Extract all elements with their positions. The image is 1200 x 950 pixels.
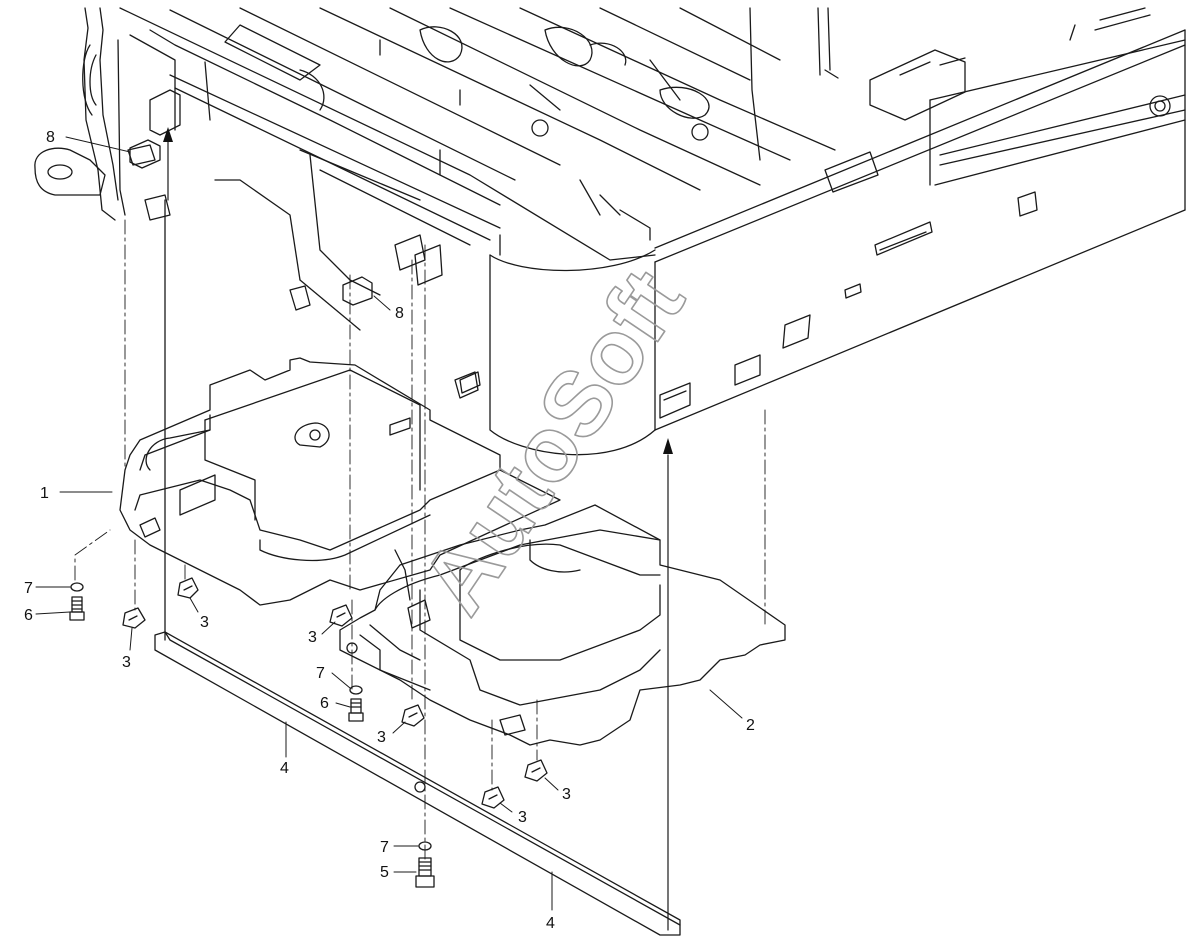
callout-3: 3 (518, 809, 527, 826)
callout-3: 3 (122, 654, 131, 671)
callout-2: 2 (746, 717, 755, 734)
small-parts (69, 577, 548, 888)
callout-3: 3 (308, 629, 317, 646)
callout-7: 7 (24, 580, 33, 597)
washer-7 (70, 582, 84, 592)
clip-nut-3 (481, 786, 505, 809)
callout-1: 1 (40, 485, 49, 502)
lifting-eye-hole (47, 164, 73, 180)
clip-nut-3 (177, 577, 199, 599)
center-lines (74, 219, 766, 861)
part-8-upper (129, 139, 161, 169)
callout-6: 6 (320, 695, 329, 712)
floor-plate-2 (339, 504, 786, 746)
callout-8: 8 (395, 305, 404, 322)
arrow-up-icon (663, 438, 673, 454)
callout-6: 6 (24, 607, 33, 624)
strip-4 (154, 631, 681, 936)
callout-7: 7 (380, 839, 389, 856)
callout-4: 4 (280, 760, 289, 777)
clip-nut-3 (329, 604, 353, 627)
clip-nut-3 (122, 607, 146, 629)
callout-3: 3 (377, 729, 386, 746)
washer-7 (349, 685, 363, 695)
rail-hole (1149, 95, 1171, 117)
bolt-6 (350, 698, 362, 714)
watermark: AutoSoft (402, 252, 704, 631)
floor-plate-1 (119, 357, 561, 606)
clip-nut-3 (524, 759, 548, 782)
callout-3: 3 (200, 614, 209, 631)
clip-nut-3 (401, 704, 425, 727)
callout-4: 4 (546, 915, 555, 932)
callout-3: 3 (562, 786, 571, 803)
corner-column (489, 254, 656, 456)
callout-7: 7 (316, 665, 325, 682)
install-arrows (167, 139, 669, 931)
side-rail-top (654, 29, 1186, 249)
callout-8: 8 (46, 129, 55, 146)
leader-lines (35, 136, 743, 911)
lifting-eye (34, 147, 106, 196)
part-8-lower (342, 276, 373, 306)
screw-5 (418, 857, 432, 877)
callout-5: 5 (380, 864, 389, 881)
callout-labels: 8 8 1 7 6 3 3 3 7 6 3 4 2 3 3 7 5 4 (24, 129, 755, 932)
arrow-up-icon (163, 127, 173, 142)
chassis-frame (34, 7, 1186, 641)
